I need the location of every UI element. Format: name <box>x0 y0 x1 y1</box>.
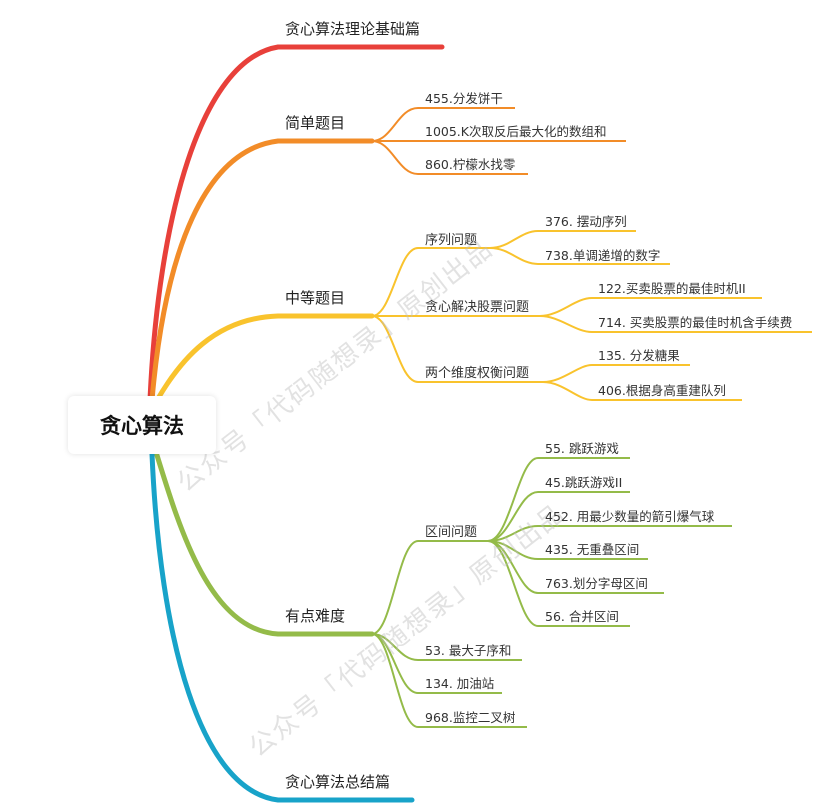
connector-theory <box>147 44 445 403</box>
node-hard[interactable]: 有点难度 <box>285 607 346 625</box>
leaf-node[interactable]: 860.柠檬水找零 <box>425 157 516 172</box>
leaf-node[interactable]: 53. 最大子序和 <box>425 643 512 658</box>
leaf-node[interactable]: 376. 摆动序列 <box>545 214 627 229</box>
leaf-node[interactable]: 968.监控二叉树 <box>425 710 516 725</box>
connector-hard <box>153 449 375 637</box>
node-summary[interactable]: 贪心算法总结篇 <box>285 773 391 791</box>
leaf-node[interactable]: 135. 分发糖果 <box>598 348 680 363</box>
leaf-node[interactable]: 134. 加油站 <box>425 676 495 691</box>
leaf-node[interactable]: 56. 合并区间 <box>545 609 619 624</box>
connector-simple <box>149 138 375 403</box>
leaf-node[interactable]: 763.划分字母区间 <box>545 576 648 591</box>
root-node[interactable]: 贪心算法 <box>68 396 216 454</box>
connector-summary <box>149 451 415 803</box>
leaf-node[interactable]: 455.分发饼干 <box>425 91 503 106</box>
leaf-node[interactable]: 45.跳跃游戏II <box>545 475 623 490</box>
leaf-node[interactable]: 55. 跳跃游戏 <box>545 441 619 456</box>
group-node[interactable]: 贪心解决股票问题 <box>425 300 530 315</box>
connector-medium <box>153 313 375 405</box>
leaf-node[interactable]: 714. 买卖股票的最佳时机含手续费 <box>598 315 793 330</box>
leaf-node[interactable]: 122.买卖股票的最佳时机II <box>598 281 746 296</box>
leaf-node[interactable]: 1005.K次取反后最大化的数组和 <box>425 124 607 139</box>
group-node[interactable]: 区间问题 <box>425 525 478 540</box>
group-node[interactable]: 两个维度权衡问题 <box>425 366 530 381</box>
leaf-node[interactable]: 738.单调递增的数字 <box>545 248 661 263</box>
root-label: 贪心算法 <box>100 414 184 438</box>
group-node[interactable]: 序列问题 <box>425 233 478 248</box>
leaf-node[interactable]: 452. 用最少数量的箭引爆气球 <box>545 509 715 524</box>
leaf-node[interactable]: 435. 无重叠区间 <box>545 542 640 557</box>
node-simple[interactable]: 简单题目 <box>285 114 346 132</box>
node-theory[interactable]: 贪心算法理论基础篇 <box>285 20 421 38</box>
node-medium[interactable]: 中等题目 <box>285 289 346 307</box>
leaf-node[interactable]: 406.根据身高重建队列 <box>598 383 726 398</box>
